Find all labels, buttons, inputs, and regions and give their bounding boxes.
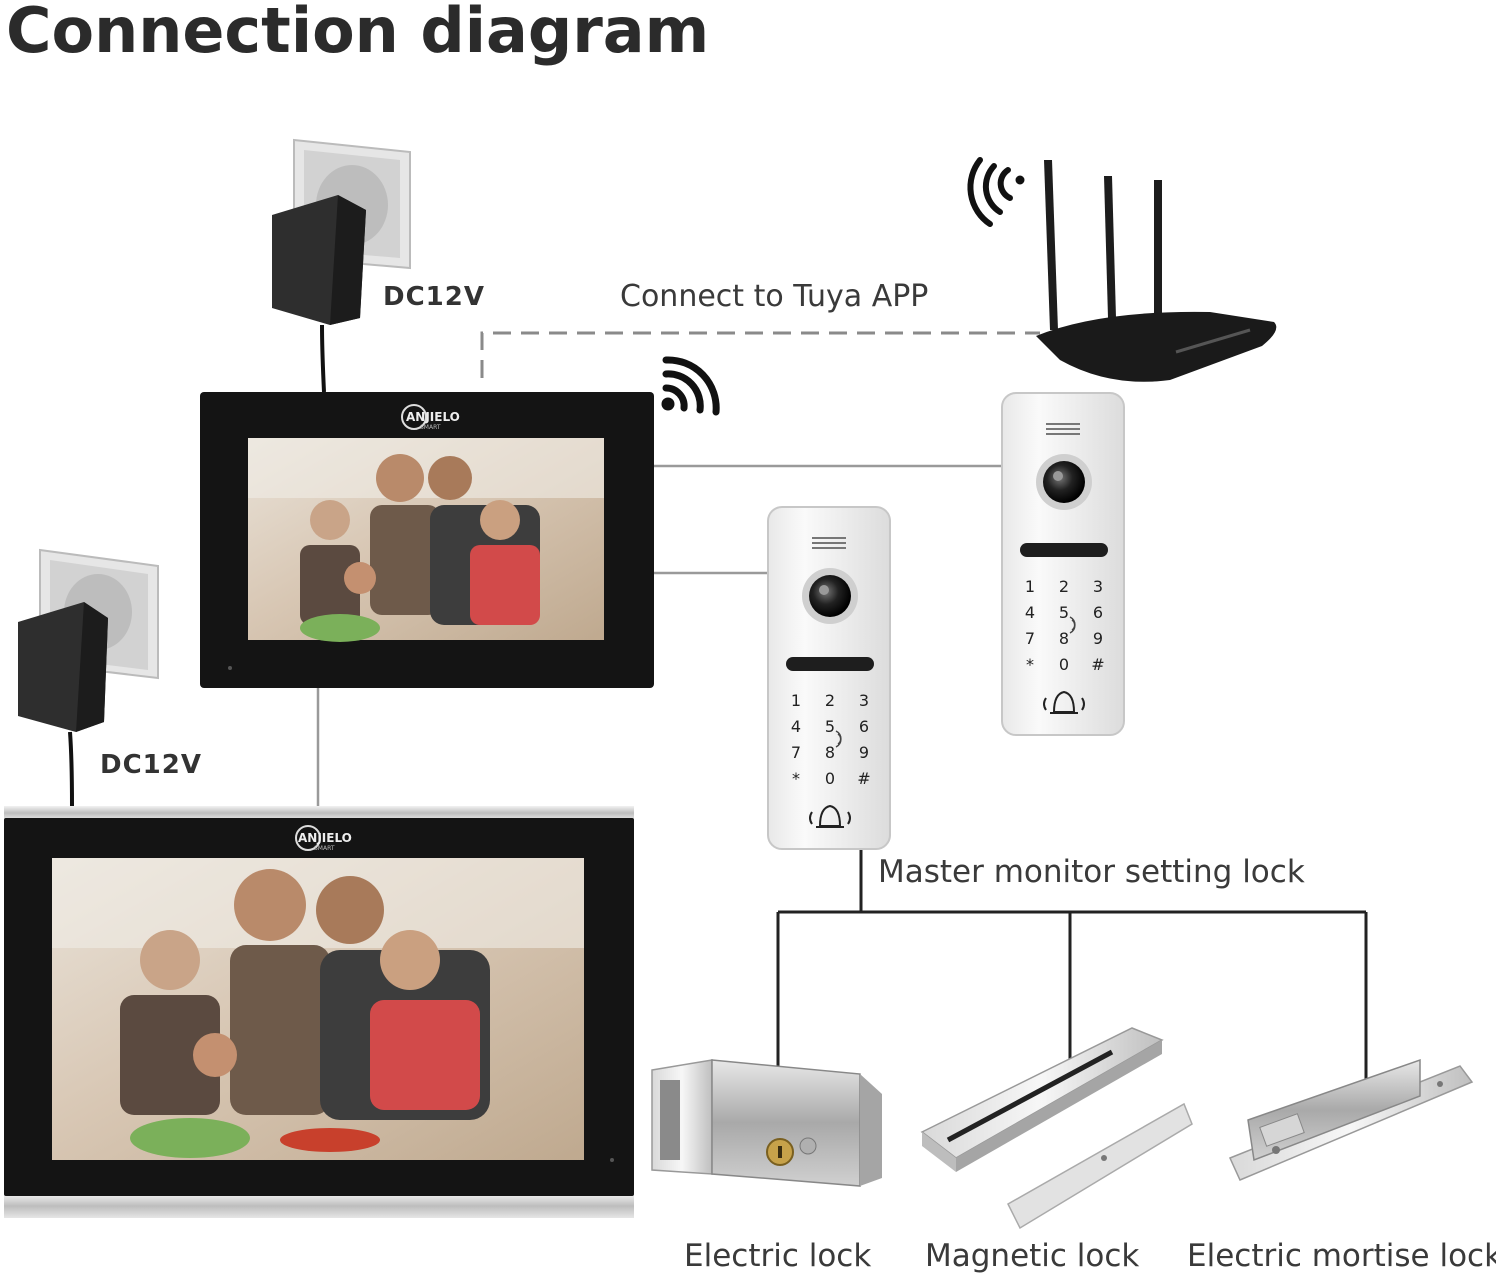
door-station-right: 1 2 3 4 5 6 7 8 9 * 0 #: [1001, 392, 1125, 736]
keypad-key: *: [1026, 655, 1034, 674]
brand-sub: SMART: [420, 424, 441, 431]
electric-lock-icon: [651, 1059, 882, 1187]
lock-wiring: [776, 848, 1368, 1100]
keypad-key: #: [1091, 655, 1104, 674]
keypad-key: 8: [1059, 629, 1069, 648]
keypad-key: 4: [791, 717, 801, 736]
keypad-key: *: [792, 769, 800, 788]
keypad: 1 2 3 4 5 6 7 8 9 * 0 #: [1025, 577, 1105, 674]
keypad-key: 1: [791, 691, 801, 710]
power-adapter-icon: [18, 602, 108, 807]
keypad-key: #: [857, 769, 870, 788]
lock-label-mortise: Electric mortise lock: [1187, 1238, 1496, 1274]
app-connection-label: Connect to Tuya APP: [620, 279, 929, 314]
rfid-icon: [835, 730, 842, 748]
brand-sub: SMART: [314, 845, 335, 852]
brand-logo: ANJIELO SMART: [401, 404, 460, 431]
keypad-key: 7: [791, 743, 801, 762]
lock-label-electric: Electric lock: [684, 1238, 872, 1274]
brand-name: ANJIELO: [298, 831, 352, 845]
monitor-to-doorbell-lines: [316, 464, 1004, 806]
router-icon: [1036, 160, 1277, 382]
wifi-signal-icon: [661, 356, 720, 416]
keypad-key: 7: [1025, 629, 1035, 648]
keypad-key: 3: [1093, 577, 1103, 596]
keypad-key: 5: [1059, 603, 1069, 622]
keypad-key: 6: [1093, 603, 1103, 622]
extension-monitor: ANJIELO SMART: [4, 806, 634, 1218]
keypad-key: 1: [1025, 577, 1035, 596]
door-station-middle: 1 2 3 4 5 6 7 8 9 * 0 #: [767, 506, 891, 850]
keypad-key: 2: [825, 691, 835, 710]
keypad-key: 0: [1059, 655, 1069, 674]
keypad-key: 2: [1059, 577, 1069, 596]
keypad-key: 8: [825, 743, 835, 762]
keypad-key: 0: [825, 769, 835, 788]
rfid-icon: [1069, 616, 1076, 634]
keypad-key: 9: [1093, 629, 1103, 648]
lock-label-magnetic: Magnetic lock: [925, 1238, 1140, 1274]
page-title: Connection diagram: [6, 0, 710, 67]
power-adapter-icon: [272, 195, 366, 393]
keypad-key: 9: [859, 743, 869, 762]
dashed-wifi-link: [480, 331, 1040, 378]
keypad-key: 5: [825, 717, 835, 736]
lock-control-label: Master monitor setting lock: [878, 854, 1305, 890]
power-label-1: DC12V: [383, 282, 485, 312]
keypad-key: 3: [859, 691, 869, 710]
bell-icon: [1043, 690, 1085, 714]
magnetic-lock-icon: [920, 1027, 1193, 1230]
mortise-lock-icon: [1228, 1058, 1474, 1181]
keypad: 1 2 3 4 5 6 7 8 9 * 0 #: [791, 691, 871, 788]
power-label-2: DC12V: [100, 750, 202, 780]
bell-icon: [809, 804, 851, 828]
keypad-key: 4: [1025, 603, 1035, 622]
brand-name: ANJIELO: [406, 410, 460, 424]
wifi-signal-icon: [967, 157, 1025, 227]
master-monitor: ANJIELO SMART: [200, 392, 654, 688]
keypad-key: 6: [859, 717, 869, 736]
brand-logo: ANJIELO SMART: [295, 825, 352, 852]
